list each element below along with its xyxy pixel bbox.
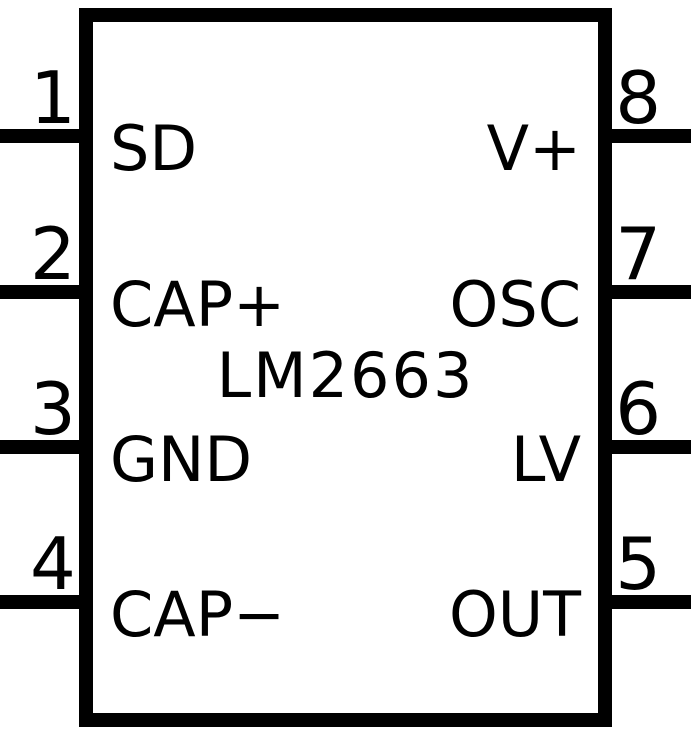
- pin-name-osc: OSC: [449, 268, 581, 341]
- pin-name-out: OUT: [448, 578, 581, 651]
- ic-body-outline: [79, 8, 612, 727]
- pin-name-v-plus: V+: [486, 112, 581, 185]
- pin-number-2: 2: [30, 212, 76, 296]
- pin-lead-3[interactable]: [0, 440, 93, 454]
- pin-name-cap-minus: CAP−: [110, 578, 286, 651]
- pin-name-cap-plus: CAP+: [110, 268, 286, 341]
- pin-number-3: 3: [30, 367, 76, 451]
- pin-lead-4[interactable]: [0, 595, 93, 609]
- pin-name-lv: LV: [510, 423, 581, 496]
- pin-number-7: 7: [615, 212, 661, 296]
- pin-lead-6[interactable]: [598, 440, 691, 454]
- pin-number-1: 1: [30, 56, 76, 140]
- part-number-label: LM2663: [216, 339, 475, 412]
- pin-lead-2[interactable]: [0, 285, 93, 299]
- pin-number-4: 4: [30, 522, 76, 606]
- pin-lead-5[interactable]: [598, 595, 691, 609]
- pin-lead-1[interactable]: [0, 129, 93, 143]
- pin-name-gnd: GND: [110, 423, 253, 496]
- pin-number-6: 6: [615, 367, 661, 451]
- pin-name-sd: SD: [110, 112, 198, 185]
- pin-lead-8[interactable]: [598, 129, 691, 143]
- pin-number-8: 8: [615, 56, 661, 140]
- pin-lead-7[interactable]: [598, 285, 691, 299]
- pin-number-5: 5: [615, 522, 661, 606]
